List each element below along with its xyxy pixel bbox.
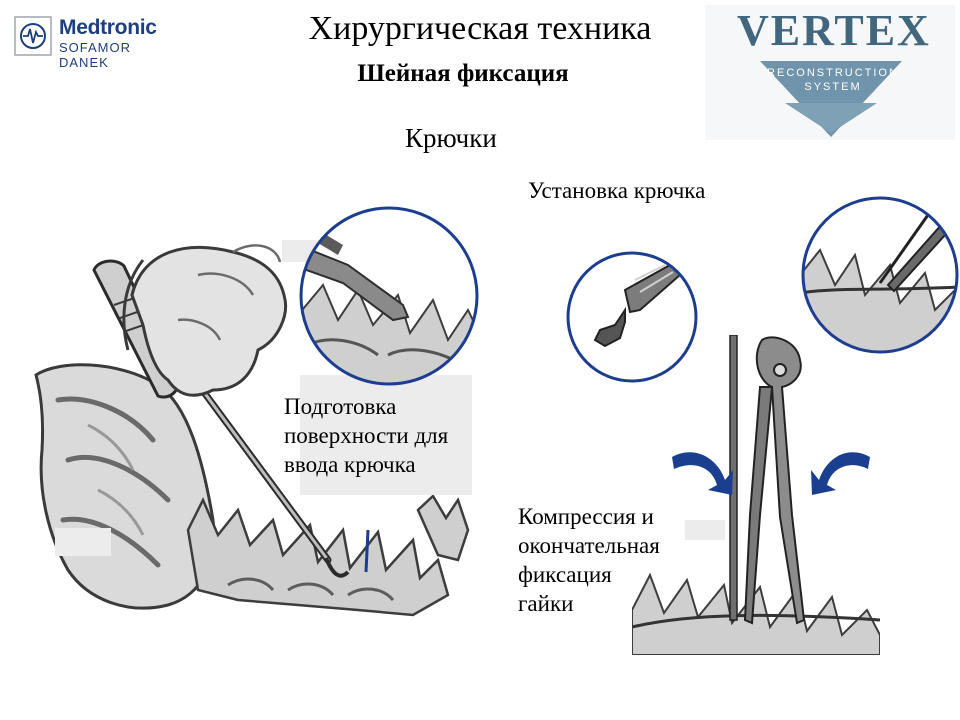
caption-line: гайки xyxy=(518,591,574,616)
medtronic-emblem-icon xyxy=(14,16,52,56)
caption-line: Компрессия и xyxy=(518,504,654,529)
medtronic-logo: Medtronic SOFAMOR DANEK xyxy=(14,16,179,70)
vertex-logo: VERTEX RECONSTRUCTION SYSTEM xyxy=(705,5,955,140)
caption-line: Подготовка xyxy=(284,394,397,419)
caption-line: ввода крючка xyxy=(284,452,416,477)
caption-hook-installation: Установка крючка xyxy=(528,178,706,203)
vertex-triangle-icon xyxy=(760,61,902,137)
label-placeholder xyxy=(685,520,725,540)
sofamor-danek-wordmark: SOFAMOR DANEK xyxy=(59,40,132,70)
vertex-wordmark: VERTEX xyxy=(737,6,931,55)
hook-installation-zoom-circle xyxy=(566,251,698,383)
vertex-system-text: SYSTEM xyxy=(804,81,862,93)
medtronic-wordmark: Medtronic xyxy=(59,16,157,39)
hook-preparation-zoom-circle xyxy=(299,206,479,386)
label-placeholder xyxy=(55,528,111,556)
vertex-reconstruction-text: RECONSTRUCTION xyxy=(767,67,899,79)
hook-preparation-illustration xyxy=(34,244,470,617)
section-heading: Крючки xyxy=(405,123,497,153)
compression-illustration xyxy=(632,335,880,655)
caption-placeholder-box xyxy=(300,375,472,495)
caption-line: фиксация xyxy=(518,562,612,587)
caption-surface-preparation: Подготовка поверхности для ввода крючка xyxy=(284,392,448,479)
page-title: Хирургическая техника xyxy=(308,10,652,47)
caption-compression: Компрессия и окончательная фиксация гайк… xyxy=(518,502,660,618)
page-subtitle: Шейная фиксация xyxy=(357,60,569,87)
caption-line: окончательная xyxy=(518,533,660,558)
hook-seating-zoom-circle xyxy=(801,196,959,354)
caption-line: поверхности для xyxy=(284,423,449,448)
